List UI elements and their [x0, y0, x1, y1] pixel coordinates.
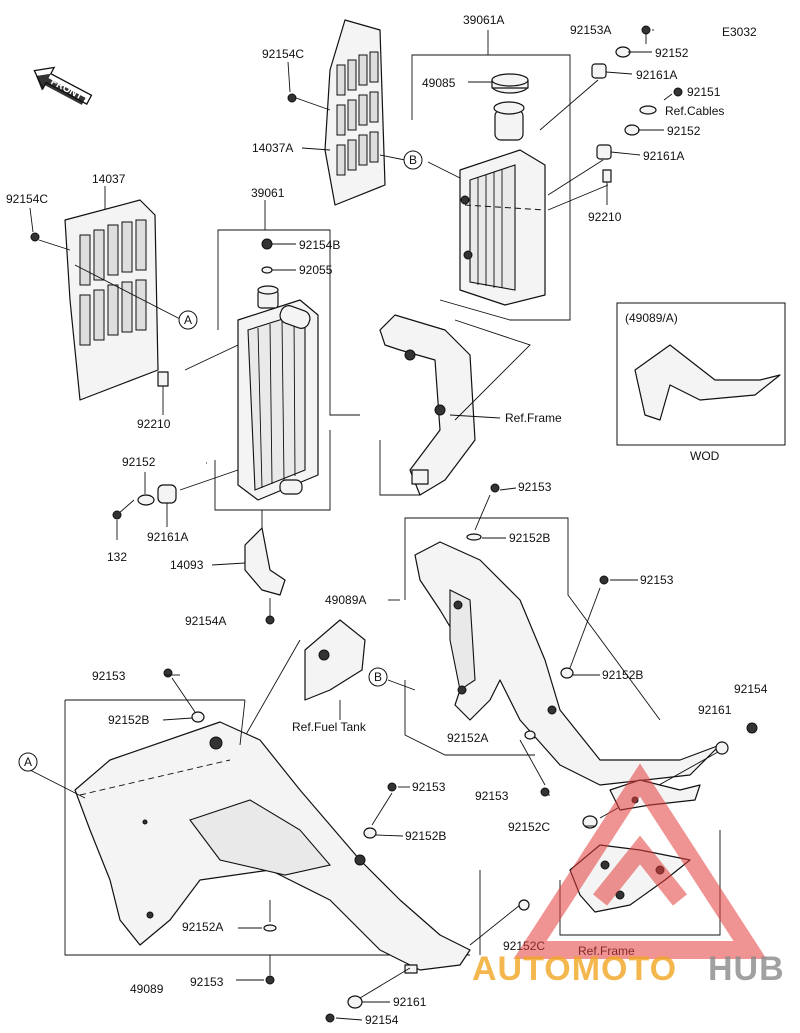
label-92154B: 92154B: [299, 238, 340, 252]
label-92154C-left: 92154C: [6, 192, 48, 206]
label-92153-mid2: 92153: [640, 573, 674, 587]
callout-a-upper: A: [178, 310, 198, 330]
inset-footer: WOD: [690, 449, 720, 463]
label-ref-cables: Ref.Cables: [665, 104, 724, 118]
svg-text:B: B: [374, 670, 382, 684]
label-132: 132: [107, 550, 127, 564]
label-49085: 49085: [422, 76, 456, 90]
frame-reference-1: [379, 314, 531, 496]
callout-b-lower: B: [368, 667, 416, 691]
label-ref-frame-1: Ref.Frame: [505, 411, 562, 425]
label-92152-top1: 92152: [655, 46, 689, 60]
label-92151: 92151: [687, 85, 721, 99]
label-92153-mid1: 92153: [518, 480, 552, 494]
side-cover-49089: [29, 668, 530, 1023]
diagram-code: E3032: [722, 25, 757, 39]
fuel-tank-reference: [239, 619, 366, 746]
hardware-top-right: [591, 25, 683, 205]
label-92152-left: 92152: [122, 455, 156, 469]
front-arrow-icon: FRONT: [33, 66, 93, 105]
label-92153-bottom: 92153: [190, 975, 224, 989]
hardware-left: [112, 472, 177, 540]
watermark-logo: AUTOMOTO HUB: [472, 763, 785, 988]
inset-title: (49089/A): [625, 311, 678, 325]
label-92153A: 92153A: [570, 23, 611, 37]
svg-text:A: A: [24, 755, 32, 769]
label-39061A: 39061A: [463, 13, 504, 27]
label-92161-bottom: 92161: [393, 995, 427, 1009]
label-92161A-top2: 92161A: [643, 149, 684, 163]
watermark-text-1: AUTOMOTO: [472, 950, 677, 988]
watermark-text-2: HUB: [708, 950, 785, 988]
radiator-grille-left: [29, 186, 183, 401]
label-leaders: [162, 462, 638, 1021]
label-14037A: 14037A: [252, 141, 293, 155]
label-92055: 92055: [299, 263, 333, 277]
label-14037: 14037: [92, 172, 126, 186]
callout-b-top: B: [403, 150, 423, 170]
label-92154A: 92154A: [185, 614, 226, 628]
label-92153-low1: 92153: [92, 669, 126, 683]
label-92161A-top1: 92161A: [636, 68, 677, 82]
label-92154-bottom: 92154: [365, 1013, 399, 1027]
label-39061: 39061: [251, 186, 285, 200]
inset-49089A-wod: (49089/A) WOD: [616, 302, 786, 463]
label-92152A-mid: 92152A: [447, 731, 488, 745]
radiator-right: [411, 30, 609, 321]
label-92152-top2: 92152: [667, 124, 701, 138]
label-92210-right: 92210: [588, 210, 622, 224]
label-ref-fuel-tank: Ref.Fuel Tank: [292, 720, 367, 734]
label-92152C-right: 92152C: [508, 820, 550, 834]
label-92161A-left: 92161A: [147, 530, 188, 544]
label-92152B-low2: 92152B: [405, 829, 446, 843]
label-92154-right: 92154: [734, 682, 768, 696]
radiator-left: [157, 200, 360, 511]
label-92153-low2: 92153: [412, 780, 446, 794]
svg-text:A: A: [184, 313, 192, 327]
label-49089: 49089: [130, 982, 164, 996]
label-92152B-mid1: 92152B: [509, 531, 550, 545]
label-14093: 14093: [170, 558, 204, 572]
label-92152A-low: 92152A: [182, 920, 223, 934]
label-92152B-low1: 92152B: [108, 713, 149, 727]
radiator-grille-right: [287, 19, 406, 206]
callout-a-lower: A: [18, 752, 38, 772]
svg-text:B: B: [409, 153, 417, 167]
label-92153-low3: 92153: [475, 789, 509, 803]
label-92154C-top: 92154C: [262, 47, 304, 61]
radiator-shroud-49089A: [388, 483, 758, 829]
label-92210-left: 92210: [137, 417, 171, 431]
radiator-guard-14093: [211, 510, 286, 625]
label-92161-right: 92161: [698, 703, 732, 717]
label-92152B-mid2: 92152B: [602, 668, 643, 682]
label-49089A: 49089A: [325, 593, 366, 607]
